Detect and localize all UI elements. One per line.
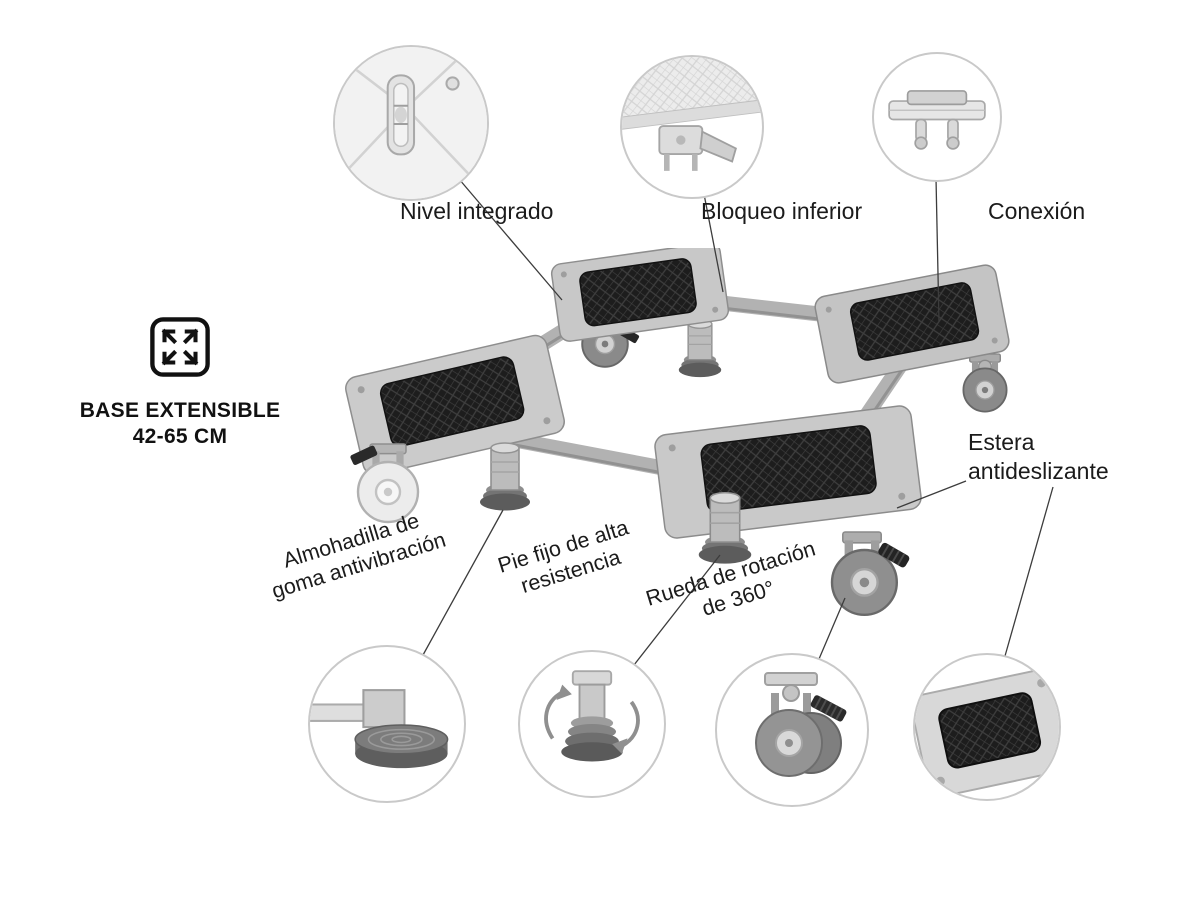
size-feature-value: 42-65 CM [132,425,228,448]
expand-arrows-icon [149,316,211,378]
detail-circle-almohadilla [308,645,466,803]
foot-detail-icon [544,670,640,762]
caster-front-right [830,531,910,617]
wheel-detail-icon [755,672,847,777]
corner-plate-right [814,264,1010,384]
label-bloqueo-inferior: Bloqueo inferior [701,198,863,224]
label-estera-antideslizante: Estera antideslizante [968,428,1109,486]
fixed-foot [678,319,722,378]
detail-circle-nivel [333,45,489,201]
size-feature-title: BASE EXTENSIBLE [79,399,281,422]
corner-plate-back [550,248,730,342]
connector-detail-icon [888,90,986,150]
label-estera-line2: antideslizante [968,457,1109,484]
detail-circle-rueda [715,653,869,807]
corner-plate-left [345,334,565,476]
corner-plate-front [654,405,922,539]
fixed-foot [479,442,531,512]
detail-circle-bloqueo [620,55,764,199]
size-feature: BASE EXTENSIBLE 42-65 CM [40,316,320,449]
label-conexion: Conexión [988,198,1086,224]
level-detail-icon [335,47,487,199]
detail-circle-conexion [872,52,1002,182]
caster-right [963,354,1006,412]
product-illustration [345,248,1025,617]
detail-circle-estera [913,653,1061,801]
lock-detail-icon [622,57,762,171]
detail-circle-pie [518,650,666,798]
label-estera-line1: Estera [968,429,1035,455]
caster-front-left [350,443,420,524]
label-nivel-integrado: Nivel integrado [400,198,554,224]
mat-detail-icon [915,668,1059,798]
pad-detail-icon [310,689,449,769]
